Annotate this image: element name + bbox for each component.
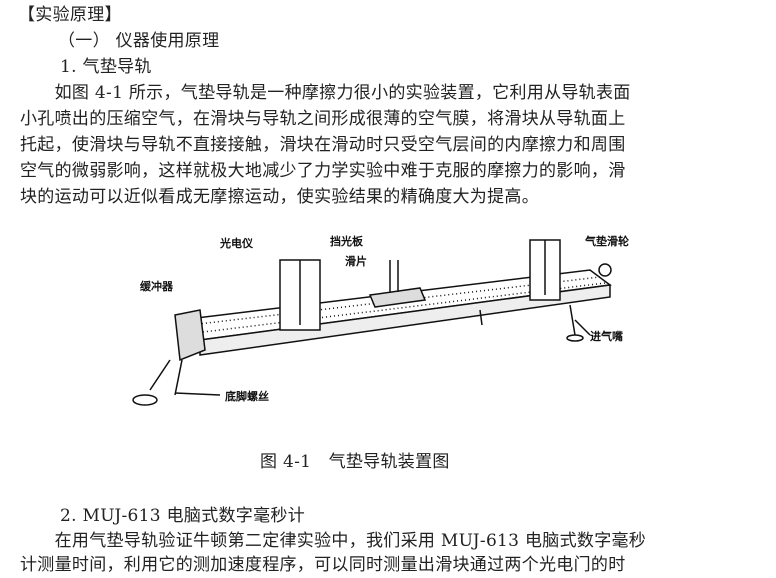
label-buffer: 缓冲器 <box>140 279 174 293</box>
label-inlet: 进气嘴 <box>590 329 623 343</box>
label-slider: 滑片 <box>345 254 367 268</box>
paragraph-line: 块的运动可以近似看成无摩擦运动，使实验结果的精确度大为提高。 <box>20 187 539 207</box>
paragraph-line: 计测量时间，利用它的测加速度程序，可以同时测量出滑块通过两个光电门的时 <box>20 555 626 575</box>
label-foot-screw: 底脚螺丝 <box>225 389 269 403</box>
paragraph-line: 在用气垫导轨验证牛顿第二定律实验中，我们采用 MUJ-613 电脑式数字毫秒 <box>20 531 647 551</box>
paragraph-line: 托起，使滑块与导轨不直接接触，滑块在滑动时只受空气层间的内摩擦力和周围 <box>20 135 626 155</box>
subheading: （一） 仪器使用原理 <box>58 31 220 51</box>
figure-caption: 图 4-1 气垫导轨装置图 <box>260 452 450 472</box>
paragraph-line: 小孔喷出的压缩空气，在滑块与导轨之间形成很薄的空气膜，将滑块从导轨面上 <box>20 109 626 129</box>
label-photogate: 光电仪 <box>219 236 254 250</box>
paragraph-line: 如图 4-1 所示，气垫导轨是一种摩擦力很小的实验装置，它利用从导轨表面 <box>20 83 631 103</box>
section2-title: 2. MUJ-613 电脑式数字毫秒计 <box>60 506 306 526</box>
section1-title: 1. 气垫导轨 <box>60 57 152 77</box>
paragraph-line: 空气的微弱影响，这样就极大地减少了力学实验中难于克服的摩擦力的影响，滑 <box>20 161 626 181</box>
heading: 【实验原理】 <box>18 5 122 25</box>
label-shade: 挡光板 <box>330 234 364 248</box>
air-track-diagram: 光电仪 挡光板 滑片 气垫滑轮 缓冲器 进气嘴 底脚螺丝 <box>132 234 629 406</box>
label-pulley: 气垫滑轮 <box>584 234 629 248</box>
